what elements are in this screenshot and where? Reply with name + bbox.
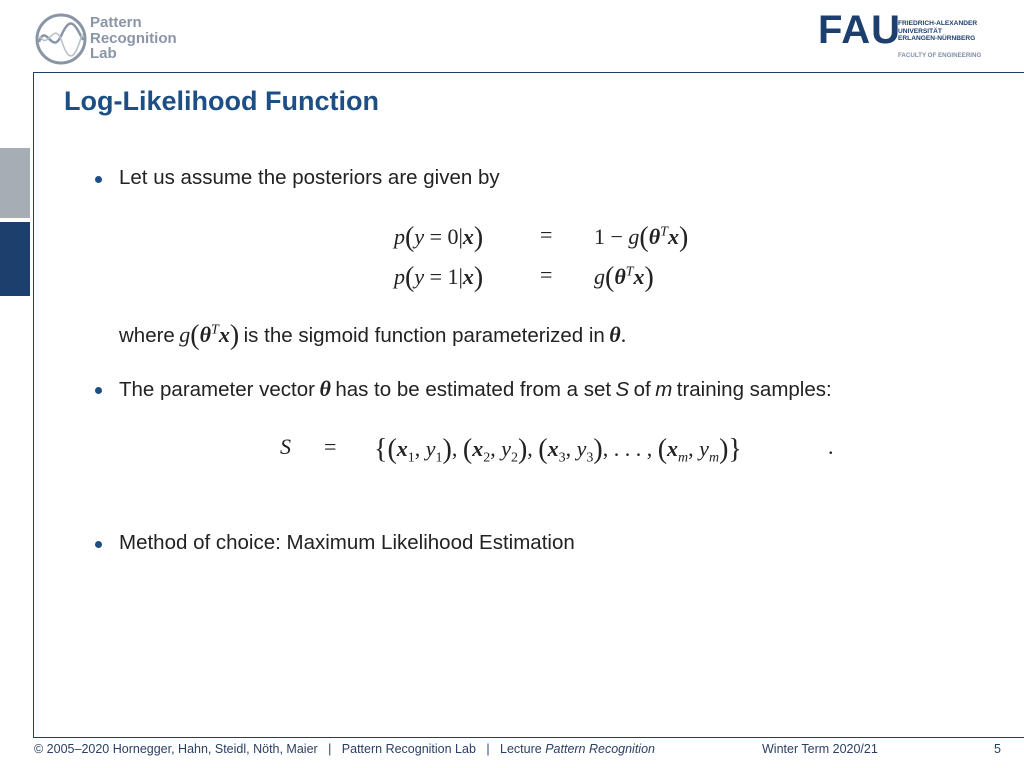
page-number: 5 bbox=[994, 742, 1001, 756]
bullet-marker bbox=[95, 176, 102, 183]
equation-eq-1: = bbox=[540, 222, 553, 247]
lab-logo: Pattern Recognition Lab bbox=[34, 12, 214, 68]
university-logo: FAU FRIEDRICH-ALEXANDER UNIVERSITÄT ERLA… bbox=[818, 8, 998, 62]
bullet-text: The parameter vector θ has to be estimat… bbox=[119, 376, 832, 401]
frame-left-rule bbox=[33, 72, 34, 738]
frame-bottom-rule bbox=[33, 737, 1024, 738]
lab-logo-icon bbox=[35, 13, 87, 65]
section-marker-grey bbox=[0, 148, 30, 218]
slide-title: Log-Likelihood Function bbox=[64, 86, 379, 116]
set-equation-eq: = bbox=[324, 434, 337, 459]
section-marker-active bbox=[0, 222, 30, 296]
set-equation-period: . bbox=[828, 434, 834, 459]
lab-logo-text: Pattern Recognition Lab bbox=[90, 14, 177, 62]
bullet-text: Let us assume the posteriors are given b… bbox=[119, 166, 500, 189]
set-equation-lhs: S bbox=[280, 434, 291, 459]
bullet-text: Method of choice: Maximum Likelihood Est… bbox=[119, 531, 575, 554]
equation-lhs-2: p(y = 1|x) bbox=[394, 262, 484, 293]
set-equation-rhs: {(x1, y1), (x2, y2), (x3, y3), . . . , (… bbox=[374, 434, 742, 466]
equation-rhs-1: 1 − g(θTx) bbox=[594, 222, 689, 253]
equation-lhs-1: p(y = 0|x) bbox=[394, 222, 484, 253]
bullet-marker bbox=[95, 541, 102, 548]
university-name: FRIEDRICH-ALEXANDER UNIVERSITÄT ERLANGEN… bbox=[898, 20, 978, 43]
equation-rhs-2: g(θTx) bbox=[594, 262, 654, 293]
equation-eq-2: = bbox=[540, 262, 553, 287]
where-line: where g(θTx) is the sigmoid function par… bbox=[119, 320, 627, 351]
footer-credits: © 2005–2020 Hornegger, Hahn, Steidl, Nöt… bbox=[34, 742, 655, 756]
faculty-name: FACULTY OF ENGINEERING bbox=[898, 52, 982, 59]
bullet-marker bbox=[95, 387, 102, 394]
frame-top-rule bbox=[34, 72, 1024, 73]
fau-mark: FAU bbox=[818, 8, 901, 52]
footer-term: Winter Term 2020/21 bbox=[762, 742, 878, 756]
sigmoid-expression: g(θTx) bbox=[179, 320, 240, 351]
